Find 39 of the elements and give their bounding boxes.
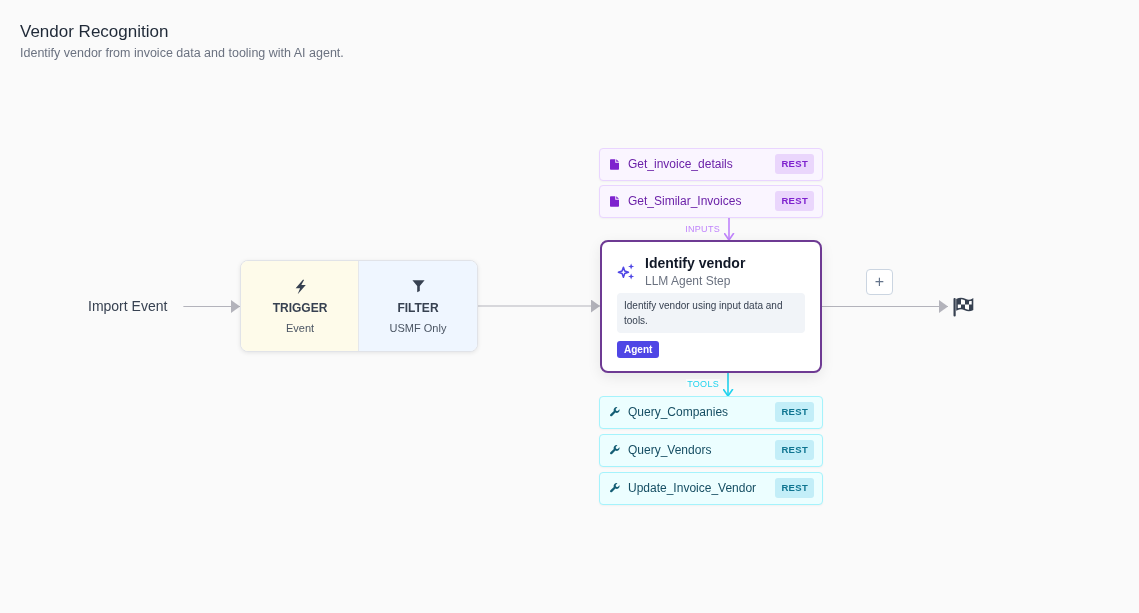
add-step-button: + [866, 269, 893, 295]
agent-step-card [600, 240, 822, 373]
arrow [722, 372, 734, 397]
edge-label: INPUTS [684, 223, 721, 235]
arrow [182, 300, 241, 313]
tool-name: Update_Invoice_Vendor [628, 481, 757, 496]
rest-badge: REST [775, 402, 814, 422]
start-event-label: Import Event [88, 297, 168, 316]
input-tool-card [599, 148, 823, 181]
arrow [477, 299, 601, 313]
diagram-title: Vendor Recognition [20, 22, 169, 42]
filter-panel [359, 261, 477, 351]
filter-heading: FILTER [397, 301, 439, 316]
tool-name: Query_Vendors [628, 443, 712, 458]
filter-detail: USMF Only [389, 322, 447, 335]
tool-name: Get_invoice_details [628, 157, 733, 172]
tool-card [599, 472, 823, 505]
input-tool-card [599, 185, 823, 218]
step-subtitle: LLM Agent Step [645, 274, 731, 289]
step-title: Identify vendor [645, 255, 746, 272]
rest-badge: REST [775, 478, 814, 498]
rest-badge: REST [775, 440, 814, 460]
diagram-subtitle: Identify vendor from invoice data and tooling with AI agent. [20, 46, 344, 60]
tool-card [599, 396, 823, 429]
checkered-flag-icon [952, 297, 974, 317]
tool-card [599, 434, 823, 467]
edge-label: TOOLS [686, 379, 720, 390]
agent-badge: Agent [617, 341, 660, 358]
tool-name: Query_Companies [628, 405, 729, 420]
rest-badge: REST [775, 191, 814, 211]
arrow [723, 217, 735, 241]
rest-badge: REST [775, 154, 814, 174]
trigger-filter-card [240, 260, 478, 352]
description-panel: Identify vendor using input data and tools. [617, 293, 805, 333]
tool-name: Get_Similar_Invoices [628, 194, 742, 209]
trigger-heading: TRIGGER [272, 301, 328, 316]
arrow [821, 300, 949, 313]
trigger-panel [241, 261, 359, 351]
trigger-detail: Event [285, 322, 315, 335]
